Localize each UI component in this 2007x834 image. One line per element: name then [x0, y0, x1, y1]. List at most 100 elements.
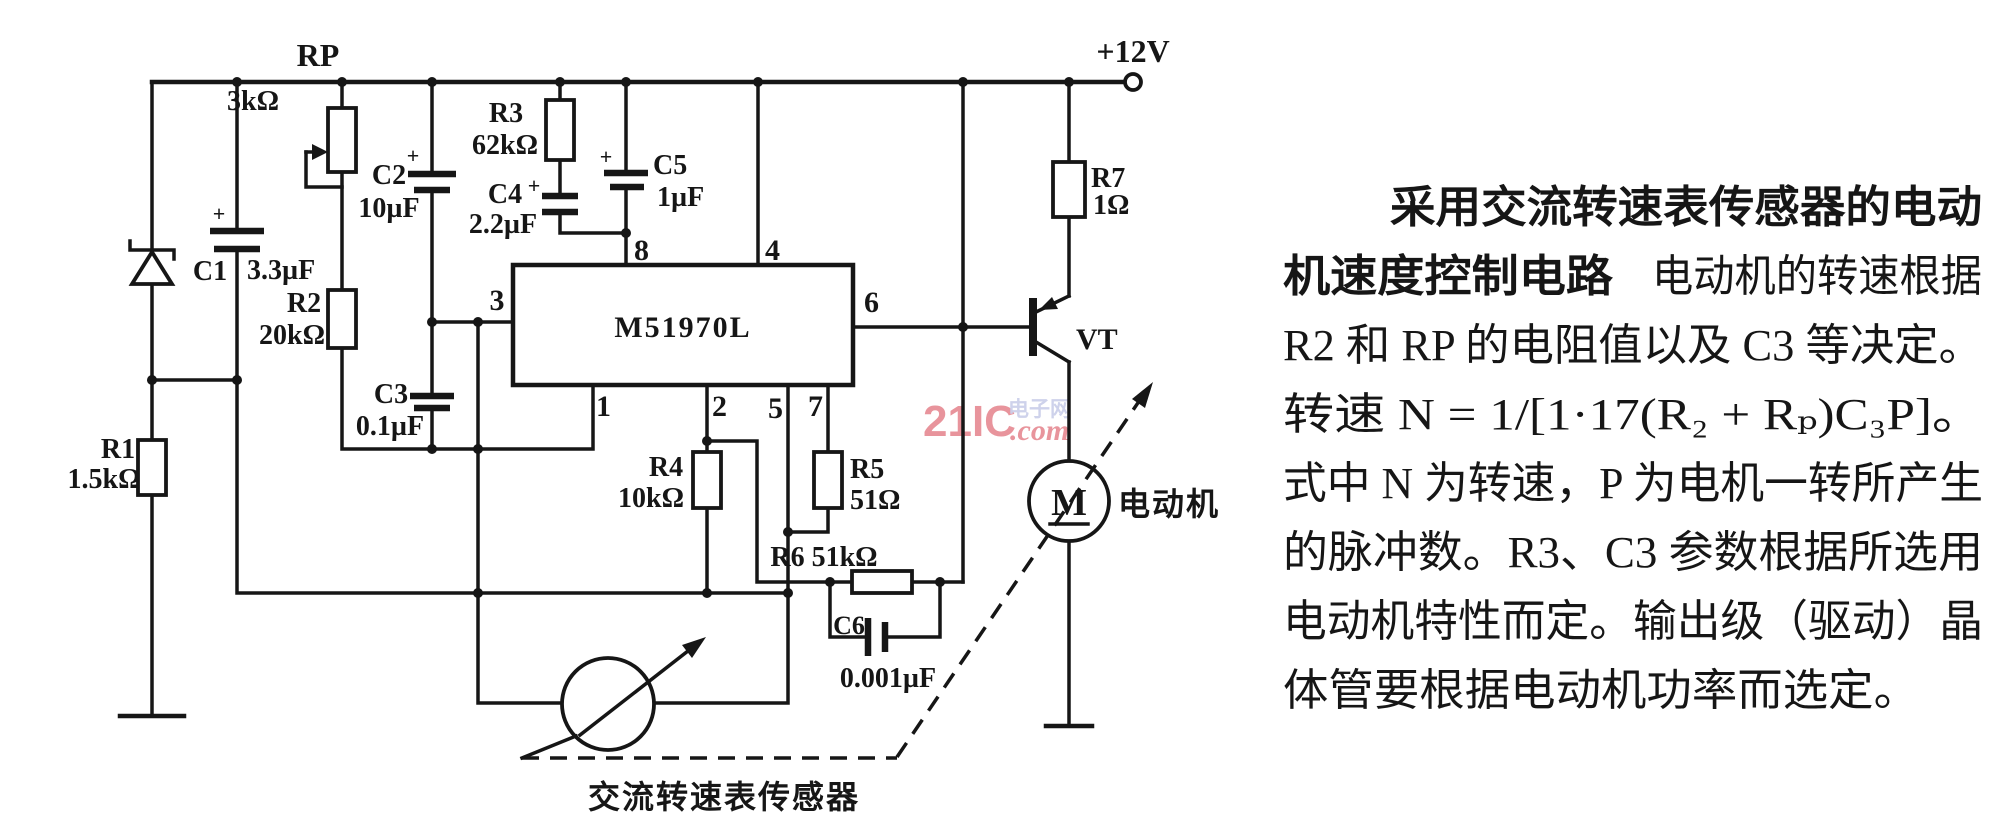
vt-emitter-arrow [1039, 297, 1058, 310]
junction [1064, 77, 1074, 87]
label-c5-polarity: + [600, 144, 613, 169]
wire [558, 210, 628, 235]
resistor-r7-symbol [1051, 160, 1087, 219]
wire [235, 247, 790, 595]
junction [621, 228, 631, 238]
label-vt: VT [1076, 323, 1118, 356]
junction [935, 577, 945, 587]
junction [783, 588, 793, 598]
capacitor-c6-symbol [864, 618, 889, 656]
label-c1-ref: C1 [193, 256, 227, 287]
junction [958, 77, 968, 87]
motor-letter: M [1051, 482, 1087, 524]
watermark-suffix: .com [1010, 414, 1069, 447]
label-c2-ref: C2 [372, 160, 406, 191]
junction [702, 588, 712, 598]
junction [473, 317, 483, 327]
label-c6-ref: C6 [833, 611, 865, 640]
resistor-r1-symbol [136, 438, 168, 497]
potentiometer-rp-symbol [312, 106, 358, 174]
label-rp-ref: RP [297, 37, 340, 73]
wire [304, 150, 344, 189]
wire [828, 580, 868, 639]
wire [786, 506, 830, 534]
label-r1-value: 1.5kΩ [68, 464, 141, 495]
wire [652, 383, 790, 705]
description-line: 式中 N 为转速，P 为电机一转所产生 [1283, 459, 1983, 508]
capacitor-c1-symbol [210, 227, 264, 253]
wire [883, 580, 942, 639]
junction [555, 77, 565, 87]
junction [783, 527, 793, 537]
label-r4-ref: R4 [649, 452, 683, 483]
mechanical-linkage [519, 382, 1153, 761]
ic-part-number: M51970L [614, 311, 751, 344]
description-line: R2 和 RP 的电阻值以及 C3 等决定。 [1283, 321, 1983, 370]
capacitor-c4-symbol [542, 192, 578, 216]
label-c4-value: 2.2µF [469, 209, 537, 240]
pin-6-label: 6 [864, 286, 879, 319]
junction [427, 317, 437, 327]
label-r1-ref: R1 [101, 434, 135, 465]
junction [427, 77, 437, 87]
description-line: 电动机特性而定。输出级（驱动）晶 [1283, 597, 1983, 646]
pin-4-label: 4 [765, 234, 780, 267]
description-line: 采用交流转速表传感器的电动 [1390, 183, 1982, 232]
junction [473, 588, 483, 598]
zener-diode-symbol [128, 239, 176, 286]
tachometer-sensor-symbol [560, 637, 706, 752]
resistor-r3-symbol [544, 98, 576, 162]
label-c4-ref: C4 [488, 179, 522, 210]
description-line: 电动机的转速根据 [1652, 252, 1982, 301]
motor-circle [1027, 459, 1111, 543]
shaft-arrow [1132, 382, 1153, 408]
pin-5-label: 5 [768, 392, 783, 425]
pin-8-label: 8 [634, 234, 649, 267]
label-r3-ref: R3 [489, 98, 523, 129]
capacitor-c3-symbol [410, 392, 454, 412]
wire-net [117, 79, 1128, 729]
junction [337, 77, 347, 87]
resistor-r6-symbol [850, 569, 914, 595]
label-r5-ref: R5 [850, 454, 884, 485]
label-r4-value: 10kΩ [618, 483, 684, 514]
linkage-dashed-shaft [895, 390, 1148, 758]
junction [232, 77, 242, 87]
label-c6-value: 0.001µF [840, 663, 936, 694]
label-rp-value: 3kΩ [227, 86, 279, 117]
resistor-r5-symbol [812, 450, 844, 510]
pot-wiper-arrow [312, 144, 328, 160]
label-r3-value: 62kΩ [472, 130, 538, 161]
junction [753, 77, 763, 87]
vt-collector [1033, 339, 1072, 365]
label-supply: +12V [1096, 33, 1169, 69]
junction [621, 77, 631, 87]
label-c2-polarity: + [407, 143, 420, 168]
supply-terminal [1123, 72, 1143, 92]
description-line: 转速 N = 1/[1·17(R₂ + Rₚ)C₃P]。 [1283, 390, 1983, 439]
junction [427, 444, 437, 454]
sensor-needle-arrow [682, 637, 706, 658]
label-c3-ref: C3 [374, 379, 408, 410]
motor-symbol: M [1027, 459, 1111, 543]
label-c1-polarity: + [213, 201, 226, 226]
label-c4-polarity: + [528, 173, 541, 198]
label-c2-value: 10µF [358, 193, 419, 224]
watermark-cn: 电子网 [1008, 398, 1071, 421]
capacitor-c5-symbol [604, 169, 648, 191]
junction [147, 375, 157, 385]
wire [340, 346, 595, 451]
resistor-r2-symbol [326, 288, 358, 350]
wire [705, 439, 854, 584]
junction [825, 577, 835, 587]
pin-2-label: 2 [712, 390, 727, 423]
ic-m51970l-body [510, 262, 856, 388]
linkage-stub [519, 733, 579, 761]
label-r7-ref: R7 [1091, 163, 1125, 194]
pin-1-label: 1 [596, 390, 611, 423]
label-r2-value: 20kΩ [259, 320, 325, 351]
label-r2-ref: R2 [287, 288, 321, 319]
junction [702, 436, 712, 446]
description-line: 的脉冲数。R3、C3 参数根据所选用 [1283, 528, 1983, 577]
